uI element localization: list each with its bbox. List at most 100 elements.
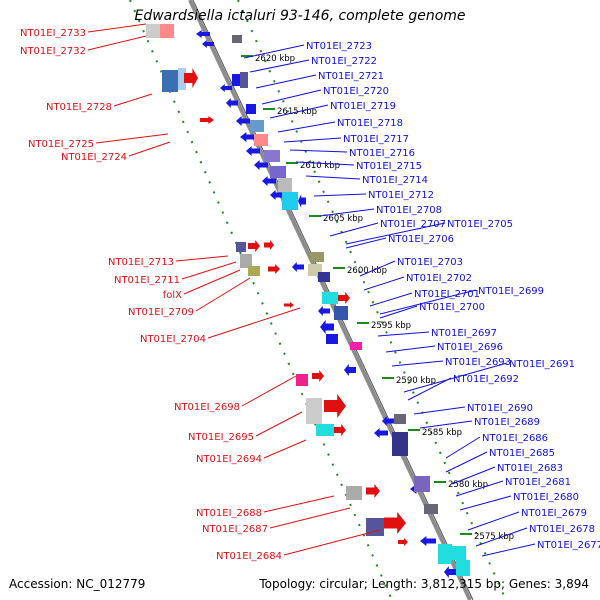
leader-line	[255, 74, 317, 89]
gene-box	[240, 72, 248, 88]
gene-label-reverse[interactable]: NT01EI_2720	[323, 86, 389, 97]
leader-line	[269, 104, 329, 119]
gene-box	[246, 104, 256, 114]
gene-label-reverse[interactable]: NT01EI_2689	[474, 417, 540, 428]
gene-label-forward[interactable]: folX	[163, 290, 182, 301]
gene-label-reverse[interactable]: NT01EI_2691	[509, 359, 575, 370]
gene-label-reverse[interactable]: NT01EI_2714	[362, 175, 428, 186]
scale-label: 2590 kbp	[396, 376, 436, 386]
gene-label-reverse[interactable]: NT01EI_2723	[306, 41, 372, 52]
gene-label-reverse[interactable]: NT01EI_2690	[467, 403, 533, 414]
gene-box	[282, 192, 298, 210]
leader-line	[329, 222, 379, 237]
gene-label-reverse[interactable]: NT01EI_2701	[414, 289, 480, 300]
leader-line	[113, 93, 153, 107]
gene-label-reverse[interactable]: NT01EI_2681	[505, 477, 571, 488]
gene-label-reverse[interactable]: NT01EI_2715	[356, 161, 422, 172]
gene-label-reverse[interactable]: NT01EI_2707	[380, 219, 446, 230]
gene-label-forward[interactable]: NT01EI_2688	[196, 508, 262, 519]
gene-arrow-reverse	[202, 40, 214, 48]
gene-box	[264, 150, 280, 162]
gene-arrow-forward	[248, 240, 260, 252]
gene-label-reverse[interactable]: NT01EI_2700	[419, 302, 485, 313]
gene-box	[366, 518, 384, 536]
gene-label-forward[interactable]: NT01EI_2695	[188, 432, 254, 443]
gene-label-forward[interactable]: NT01EI_2694	[196, 454, 262, 465]
gene-label-reverse[interactable]: NT01EI_2679	[521, 508, 587, 519]
gene-box	[316, 424, 334, 436]
leader-line	[289, 149, 348, 153]
gene-box	[450, 546, 466, 560]
gene-arrow-reverse	[382, 416, 394, 426]
gene-box	[270, 166, 286, 178]
gene-arrow-reverse	[270, 190, 284, 200]
gene-box	[232, 35, 242, 43]
gene-label-reverse[interactable]: NT01EI_2677	[537, 540, 600, 551]
gene-arrow-forward	[284, 302, 294, 308]
gene-arrow-forward	[268, 264, 280, 274]
leader-line	[87, 35, 147, 51]
gene-label-reverse[interactable]: NT01EI_2692	[453, 374, 519, 385]
gene-label-forward[interactable]: NT01EI_2728	[46, 102, 112, 113]
gene-box	[318, 272, 330, 282]
gene-label-reverse[interactable]: NT01EI_2697	[431, 328, 497, 339]
gene-label-forward[interactable]: NT01EI_2724	[61, 152, 127, 163]
gene-label-reverse[interactable]: NT01EI_2718	[337, 118, 403, 129]
leader-line	[263, 495, 335, 513]
scale-label: 2600 kbp	[347, 266, 387, 276]
gene-label-reverse[interactable]: NT01EI_2696	[437, 342, 503, 353]
gene-label-reverse[interactable]: NT01EI_2705	[447, 219, 513, 230]
leader-line	[305, 175, 361, 180]
gene-label-forward[interactable]: NT01EI_2709	[128, 307, 194, 318]
gene-label-reverse[interactable]: NT01EI_2683	[497, 463, 563, 474]
scale-label: 2580 kbp	[448, 480, 488, 490]
gene-label-reverse[interactable]: NT01EI_2706	[388, 234, 454, 245]
gene-label-forward[interactable]: NT01EI_2684	[216, 551, 282, 562]
gene-label-reverse[interactable]: NT01EI_2680	[513, 492, 579, 503]
gene-label-reverse[interactable]: NT01EI_2716	[349, 148, 415, 159]
right-gene-labels: NT01EI_2723NT01EI_2722NT01EI_2721NT01EI_…	[243, 41, 600, 557]
gene-arrow-reverse	[420, 536, 436, 546]
gene-label-reverse[interactable]: NT01EI_2686	[482, 433, 548, 444]
leader-line	[261, 89, 322, 105]
gene-label-forward[interactable]: NT01EI_2725	[28, 139, 94, 150]
gene-label-forward[interactable]: NT01EI_2711	[114, 275, 180, 286]
gene-box	[424, 504, 438, 514]
gene-box	[438, 544, 452, 564]
gene-label-forward[interactable]: NT01EI_2733	[20, 28, 86, 39]
gene-box	[178, 68, 186, 90]
gene-label-reverse[interactable]: NT01EI_2685	[489, 448, 555, 459]
gene-label-forward[interactable]: NT01EI_2732	[20, 46, 86, 57]
leader-line	[363, 276, 405, 291]
leader-line	[379, 289, 477, 315]
gene-label-forward[interactable]: NT01EI_2698	[174, 402, 240, 413]
gene-arrow-reverse	[318, 306, 330, 316]
gene-label-forward[interactable]: NT01EI_2704	[140, 334, 206, 345]
gene-label-reverse[interactable]: NT01EI_2719	[330, 101, 396, 112]
gene-label-reverse[interactable]: NT01EI_2717	[343, 134, 409, 145]
left-gene-labels: NT01EI_2733NT01EI_2732NT01EI_2728NT01EI_…	[20, 23, 381, 562]
gene-label-forward[interactable]: NT01EI_2713	[108, 257, 174, 268]
leader-line	[377, 331, 430, 337]
gene-label-reverse[interactable]: NT01EI_2699	[478, 286, 544, 297]
gene-label-reverse[interactable]: NT01EI_2702	[406, 273, 472, 284]
gene-label-reverse[interactable]: NT01EI_2721	[318, 71, 384, 82]
leader-line	[407, 377, 452, 401]
gene-box	[456, 560, 470, 576]
scale-label: 2605 kbp	[323, 214, 363, 224]
gene-label-forward[interactable]: NT01EI_2687	[202, 524, 268, 535]
leader-line	[95, 133, 169, 144]
gene-label-reverse[interactable]: NT01EI_2703	[397, 257, 463, 268]
gene-arrow-forward	[398, 538, 408, 546]
gene-label-reverse[interactable]: NT01EI_2693	[445, 357, 511, 368]
leader-line	[403, 362, 508, 393]
gene-label-reverse[interactable]: NT01EI_2708	[376, 205, 442, 216]
scale-label: 2620 kbp	[255, 54, 295, 64]
gene-box	[322, 292, 338, 304]
gene-label-reverse[interactable]: NT01EI_2712	[368, 190, 434, 201]
gene-arrow-reverse	[254, 160, 268, 170]
gene-arrow-forward	[384, 512, 406, 534]
gene-label-reverse[interactable]: NT01EI_2722	[311, 56, 377, 67]
gene-label-reverse[interactable]: NT01EI_2678	[529, 524, 595, 535]
